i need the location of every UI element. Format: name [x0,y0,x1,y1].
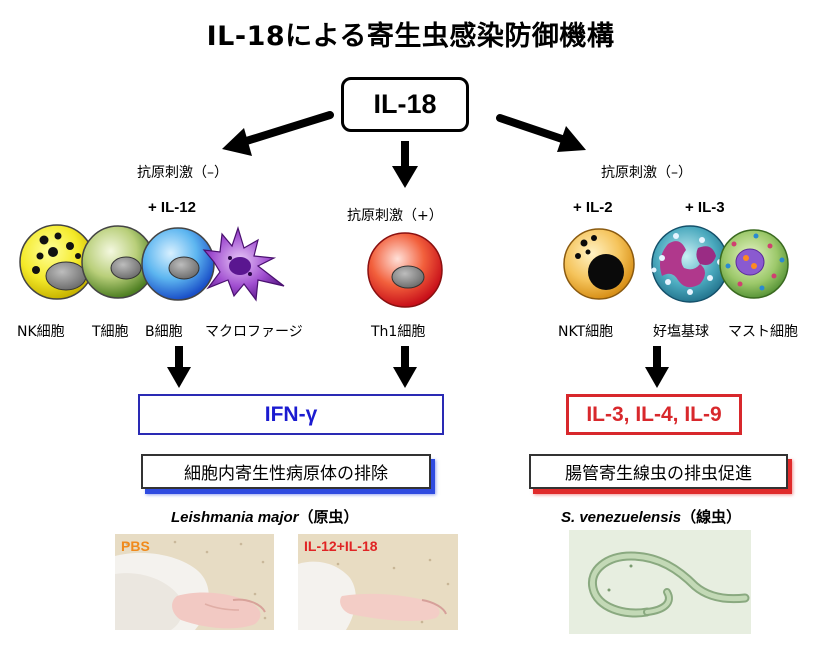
left-plus-il12-label: + IL-12 [148,199,196,216]
middle-antigen-stim-label: 抗原刺激（+） [347,208,443,224]
il-3-4-9-box: IL-3, IL-4, IL-9 [566,394,742,435]
b-cell [141,227,215,301]
arrow-to-right-branch [496,114,586,152]
nematode-suffix: （線虫） [681,509,742,526]
diagram-title: IL-18による寄生虫感染防御機構 [206,21,615,52]
intracellular-pathogen-outcome-box: 細胞内寄生性病原体の排除 [141,454,431,489]
right-plus-il2-label: + IL-2 [573,199,613,216]
strongyloides-species-name: S. venezuelensis [561,509,682,526]
arrow-left-to-ifn [167,346,191,388]
basophil-label: 好塩基球 [653,324,709,340]
arrow-to-left-branch [222,111,334,156]
left-antigen-stim-label: 抗原刺激（–） [137,165,228,181]
nkt-cell [563,228,635,300]
pbs-label: PBS [121,538,150,554]
t-cell [81,225,155,299]
right-plus-il3-label: + IL-3 [685,199,725,216]
protozoa-suffix: （原虫） [298,509,359,526]
ifn-gamma-box: IFN-γ [138,394,444,435]
macrophage-label: マクロファージ [205,324,303,340]
nkt-cell-label: NKT細胞 [558,324,614,340]
nk-cell [19,224,95,300]
il18-center-box: IL-18 [341,77,469,132]
arrow-to-middle-branch [392,141,418,188]
basophil-cell [651,225,729,303]
nematode-photo [569,530,751,634]
arrow-right-to-il [645,346,669,388]
pbs-paw-illustration [115,534,274,630]
mast-cell-label: マスト細胞 [728,324,798,340]
macrophage-cell [202,226,285,302]
nk-cell-label: NK細胞 [17,324,65,340]
nematode-illustration [569,530,751,634]
pbs-paw-photo: PBS [115,534,274,630]
th1-cell-label: Th1細胞 [371,324,426,340]
arrow-th1-to-ifn [393,346,417,388]
th1-cell [367,232,443,308]
il12-il18-label: IL-12+IL-18 [304,538,378,554]
strongyloides-label: S. venezuelensis（線虫） [561,506,741,527]
nematode-expulsion-outcome-box: 腸管寄生線虫の排虫促進 [529,454,788,489]
leishmania-label: Leishmania major（原虫） [171,506,359,527]
b-cell-label: B細胞 [145,324,183,340]
mast-cell [719,229,789,299]
treated-paw-illustration [298,534,458,630]
il12-il18-paw-photo: IL-12+IL-18 [298,534,458,630]
leishmania-species-name: Leishmania major [171,509,299,526]
t-cell-label: T細胞 [92,324,129,340]
right-antigen-stim-label: 抗原刺激（–） [601,165,692,181]
